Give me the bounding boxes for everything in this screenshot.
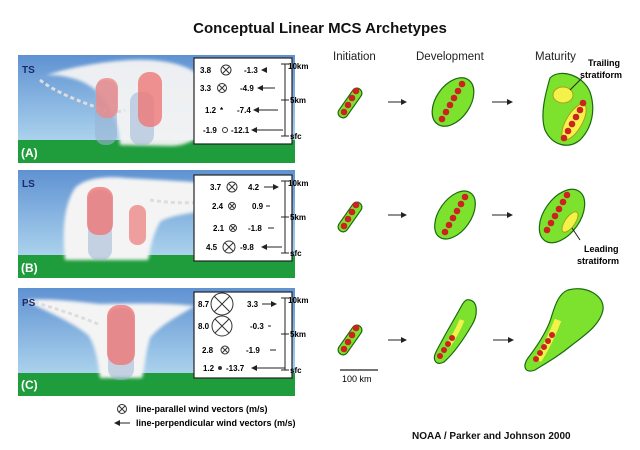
legend: line-parallel wind vectors (m/s) line-pe… [114,404,296,428]
panel-letter-b: (B) [21,261,38,275]
legend-perpendicular: line-perpendicular wind vectors (m/s) [136,418,296,428]
stage-a-maturity [542,72,594,146]
perpendicular-value: 0.9 [252,202,264,211]
parallel-value: 3.7 [210,183,222,192]
stage-heading-initiation: Initiation [333,51,376,63]
parallel-value: 2.8 [202,346,214,355]
perpendicular-value: -1.8 [248,224,262,233]
height-10km-b: 10km [288,179,308,188]
legend-parallel: line-parallel wind vectors (m/s) [136,404,268,414]
perpendicular-value: -7.4 [237,106,251,115]
stage-heading-development: Development [416,51,484,63]
panel-letter-c: (C) [21,378,38,392]
ground-a [18,140,295,163]
panel-a: TS (A) 10km 5km sfc 3.8 -1.3 3.3 -4.9 1.… [18,55,308,163]
evolution-row-b: Leading stratiform [337,188,619,266]
evolution-row-a: Trailing stratiform [337,58,622,146]
stage-b-maturity [538,188,586,244]
panel-letter-a: (A) [21,146,38,160]
stage-b-initiation [337,201,363,233]
cloud-c [27,298,195,380]
stage-c-maturity [524,288,604,372]
perpendicular-value: -13.7 [226,364,245,373]
parallel-value: 3.3 [200,84,212,93]
parallel-value: 1.2 [205,106,217,115]
parallel-value: 3.8 [200,66,212,75]
stage-a-development [431,77,475,127]
parallel-value: 1.2 [203,364,215,373]
annotation-trailing-line2: stratiform [580,70,622,80]
height-sfc-a: sfc [290,132,302,141]
panel-b: LS (B) 10km 5km sfc 3.7 4.2 2.4 0.9 2.1 … [18,170,308,278]
credit: NOAA / Parker and Johnson 2000 [412,431,571,442]
height-sfc-b: sfc [290,249,302,258]
perpendicular-value: -9.8 [240,243,254,252]
height-10km-c: 10km [288,296,308,305]
annotation-leading-line2: stratiform [577,256,619,266]
scale-label: 100 km [342,374,372,384]
perpendicular-value: -1.3 [244,66,258,75]
perpendicular-value: -4.9 [240,84,254,93]
cloud-a [39,59,211,146]
stage-c-initiation [337,324,363,356]
perpendicular-value: -1.9 [246,346,260,355]
mode-label-c: PS [22,298,36,309]
parallel-value: 2.1 [213,224,225,233]
perpendicular-value: 4.2 [248,183,260,192]
height-5km-c: 5km [290,330,306,339]
mode-label-b: LS [22,179,35,190]
perpendicular-value: 3.3 [247,300,259,309]
height-5km-a: 5km [290,96,306,105]
stage-c-development [433,299,477,364]
annotation-trailing-line1: Trailing [588,58,620,68]
stage-heading-maturity: Maturity [535,51,576,63]
panel-c: PS (C) 10km 5km sfc 8.7 3.3 8.0 -0.3 2.8… [18,288,308,396]
ground-c [18,373,295,396]
stage-b-development [434,190,476,240]
stage-a-initiation [337,87,363,119]
parallel-value: -1.9 [203,126,217,135]
figure-title: Conceptual Linear MCS Archetypes [193,20,447,37]
height-sfc-c: sfc [290,366,302,375]
parallel-value: 8.7 [198,300,210,309]
parallel-value: 4.5 [206,243,218,252]
mode-label-a: TS [22,65,35,76]
height-5km-b: 5km [290,213,306,222]
annotation-leading-line1: Leading [584,244,619,254]
perpendicular-value: -0.3 [250,322,264,331]
perpendicular-value: -12.1 [231,126,250,135]
parallel-value: 2.4 [212,202,224,211]
height-10km-a: 10km [288,62,308,71]
evolution-row-c [337,288,604,372]
svg-text:*: * [220,106,224,115]
parallel-value: 8.0 [198,322,210,331]
